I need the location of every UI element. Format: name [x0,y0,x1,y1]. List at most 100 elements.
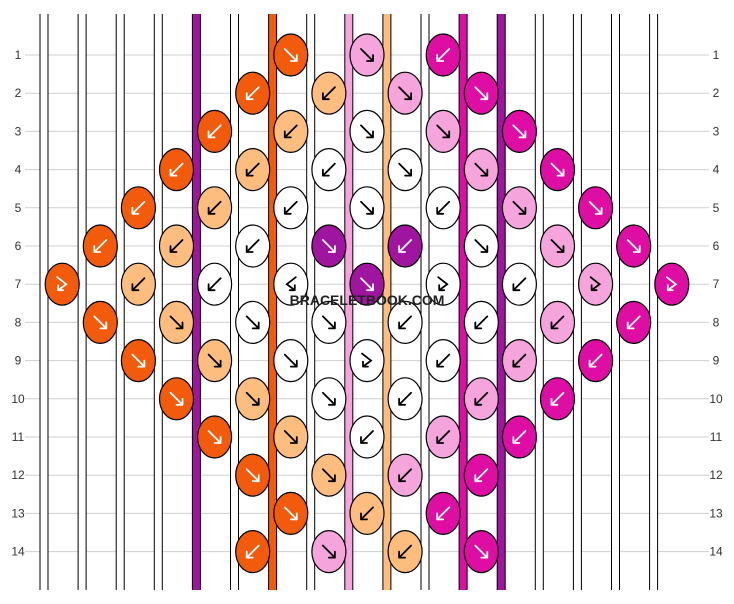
knot-arrow-icon [322,162,336,177]
knot-arrow-icon [93,315,108,330]
row-label-left: 10 [11,392,25,406]
knot [463,71,499,115]
knot [235,300,271,344]
knot-arrow-icon [626,315,641,330]
knot-arrow-icon [550,315,565,330]
knot [273,491,309,536]
knot [273,415,309,459]
knot [539,300,576,344]
knot-arrow-icon [512,277,527,292]
knot [273,109,309,153]
knot-arrow-icon [360,200,374,215]
row-label-left: 9 [15,354,22,368]
knot [44,262,80,306]
strand-label-top: C [269,6,276,16]
knot-arrow-icon [93,239,108,253]
strand-label-bottom: F [79,590,85,600]
knot [387,377,423,421]
strand-label-bottom: F [156,590,162,600]
knot [197,262,233,306]
knot-arrow-icon [588,353,603,368]
knot-arrow-icon [283,506,298,521]
knot [235,529,271,574]
knot [311,529,347,574]
knot [197,186,233,230]
row-label-left: 13 [11,506,25,520]
strand-label-top: E [346,6,352,16]
knot [235,224,271,268]
knot-arrow-icon [474,391,489,406]
knot [235,71,271,115]
knot-arrow-icon [398,391,412,406]
knot-arrow-icon [398,239,412,253]
row-label-right: 5 [713,201,720,215]
row-label-left: 2 [15,86,22,100]
knot-arrow-icon [437,276,449,292]
knot-arrow-icon [207,200,222,215]
strand-label-bottom: F [613,590,619,600]
strand-label-top: B [384,6,390,16]
knot [197,339,233,383]
knot [82,300,118,344]
knot-arrow-icon [512,200,527,215]
knot-arrow-icon [169,315,184,330]
knot-arrow-icon [474,544,489,559]
strand-label-top: A [193,6,199,16]
row-label-right: 3 [713,124,720,138]
knot [387,224,423,268]
knot-arrow-icon [436,353,451,368]
knot [425,33,461,77]
strand-label-top: F [613,6,619,16]
knot [311,148,347,192]
knot-arrow-icon [360,124,374,139]
knot-arrow-icon [245,162,260,177]
knot-arrow-icon [436,430,451,444]
knot-arrow-icon [360,277,374,292]
knot-arrow-icon [207,124,222,139]
strand-label-bottom: F [651,590,657,600]
strand-label-top: F [308,6,314,16]
knot-arrow-icon [207,353,222,368]
row-label-left: 1 [15,48,22,62]
knot [463,529,499,574]
strand-label-top: F [156,6,162,16]
row-label-left: 5 [15,201,22,215]
strand-label-bottom: C [269,590,276,600]
row-label-right: 1 [713,48,720,62]
knot-arrow-icon [131,353,146,368]
row-label-right: 10 [709,392,723,406]
knot [235,453,271,497]
knot-arrow-icon [169,391,184,406]
strand-label-bottom: F [117,590,123,600]
knot-arrow-icon [589,276,602,292]
knot-arrow-icon [550,391,565,406]
thread-paths [39,14,659,590]
row-label-right: 13 [709,506,723,520]
strand-label-bottom: E [346,590,352,600]
knot [387,529,423,574]
knot [501,186,538,230]
knot [425,186,461,230]
knot [235,377,271,421]
knot-arrow-icon [322,544,336,559]
knot [616,224,652,268]
knot [349,33,385,77]
knot [349,186,385,230]
knot [425,491,461,536]
knot [577,262,614,306]
knot-arrow-icon [322,239,336,253]
knot-arrow-icon [131,200,146,215]
knot-arrow-icon [474,86,489,101]
knot-arrow-icon [322,468,336,483]
strand-label-top: F [422,6,428,16]
knot [82,224,118,268]
strand-label-top: F [537,6,543,16]
knot-arrow-icon [398,468,412,483]
knot-layer [44,33,690,574]
knot [539,377,576,421]
knot [577,339,614,383]
knot-arrow-icon [550,162,565,177]
knot-arrow-icon [322,86,336,101]
